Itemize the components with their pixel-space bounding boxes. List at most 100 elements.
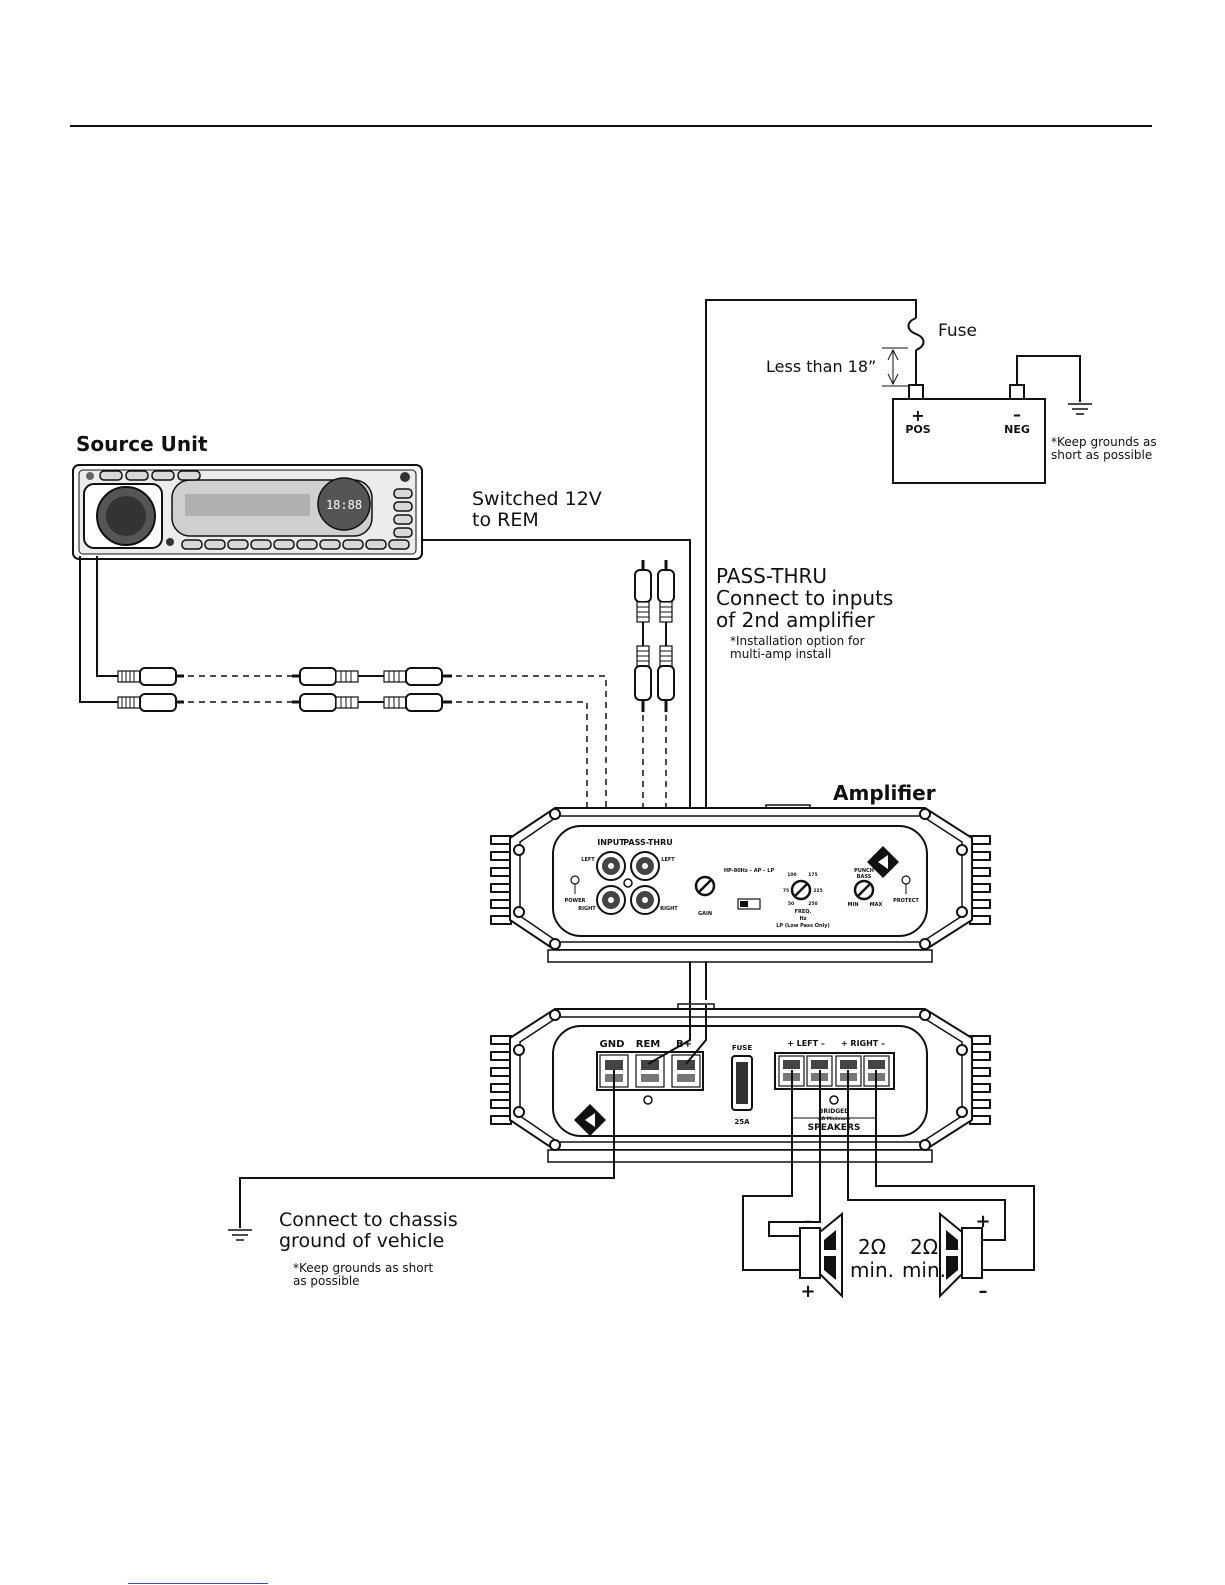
battery-ground-wire <box>1016 355 1081 402</box>
amp-input-left-jack <box>596 851 626 881</box>
pass-thru-plug-top-right <box>657 560 675 712</box>
display-segment-bar <box>185 494 310 516</box>
protect-led <box>901 875 911 885</box>
speaker-1-cone <box>819 1211 843 1299</box>
punch-bass-knob-pointer <box>857 883 871 897</box>
speaker-1-min-label: min. <box>850 1258 894 1282</box>
punch-bass-label-line2: BASS <box>857 874 872 880</box>
gnd-terminal-label: GND <box>600 1039 625 1050</box>
amp-front-screw <box>549 808 561 820</box>
speaker-1-cone-shade <box>824 1256 836 1280</box>
amp-front-fins-left <box>490 835 512 925</box>
fuse-symbol <box>907 317 925 351</box>
rem-terminal <box>635 1054 665 1088</box>
amp-front-screw <box>956 906 968 918</box>
chassis-ground-label-line2: ground of vehicle <box>279 1230 444 1252</box>
speaker-1-top-sign: – <box>804 1211 813 1232</box>
amp-front-base <box>547 949 933 963</box>
amp-input-right-label: RIGHT <box>578 906 596 912</box>
amplifier-terminals: GND REM B+ FUSE 25A + LEFT – + RIGH <box>490 1003 991 1163</box>
amplifier-title: Amplifier <box>833 781 936 805</box>
punch-bass-max-label: MAX <box>870 902 883 908</box>
brand-logo-front-mark <box>878 855 888 869</box>
freq-unit: Hz <box>799 916 806 922</box>
gain-knob-pointer <box>698 879 712 893</box>
amp-rear-screw <box>549 1139 561 1151</box>
pass-thru-title-line1: PASS-THRU <box>716 564 827 588</box>
source-unit: Source Unit 18:88 <box>72 432 423 703</box>
speaker1-neg-wire <box>768 1070 821 1237</box>
source-unit-top-buttons <box>86 470 410 482</box>
amp-rear-screw <box>956 1044 968 1056</box>
speaker-2-min-label: min. <box>902 1258 946 1282</box>
distance-arrowhead-down <box>887 373 899 386</box>
battery-pos-symbol: + <box>911 406 924 425</box>
battery <box>892 398 1046 484</box>
freq-tick-250: 250 <box>808 901 817 907</box>
amp-input-right-jack <box>596 885 626 915</box>
speaker-2-impedance: 2Ω <box>910 1235 938 1259</box>
crossover-switch-label: HP-80Hz – AP – LP <box>724 868 775 874</box>
pass-thru-note-line2: multi-amp install <box>730 647 831 661</box>
pass-thru-title-line2: Connect to inputs <box>716 586 893 610</box>
chassis-ground-note-line2: as possible <box>293 1274 360 1288</box>
rca-plug-source-left <box>117 667 184 686</box>
power-led <box>570 875 580 885</box>
gain-label: GAIN <box>698 911 712 917</box>
chassis-ground-symbol <box>228 1229 252 1241</box>
crossover-switch <box>737 898 761 910</box>
speaker-1-bottom-sign: + <box>800 1281 815 1302</box>
source-rca-lead-right <box>79 556 118 703</box>
freq-tick-75: 75 <box>783 888 789 894</box>
rca-plug-source-right <box>117 693 184 712</box>
power-block-led <box>643 1095 653 1105</box>
freq-tick-50: 50 <box>788 901 794 907</box>
amp-input-label: INPUT <box>597 838 625 847</box>
speaker-right-label: + RIGHT – <box>841 1039 885 1048</box>
speaker-1: – + 2Ω min. <box>799 1211 894 1302</box>
amp-pass-right-jack <box>630 885 660 915</box>
freq-tick-100: 100 <box>787 872 796 878</box>
volume-knob-center <box>106 496 146 536</box>
rem-wire-label-line1: Switched 12V <box>472 488 602 510</box>
battery-pos-label: POS <box>905 423 930 436</box>
power-wire <box>705 299 917 1000</box>
bridged-note: 4Ω Minimum <box>818 1116 850 1122</box>
amp-front-screw <box>956 844 968 856</box>
speaker-2-cone-shade <box>946 1256 958 1280</box>
pass-thru-cables <box>634 560 675 885</box>
freq-tick-175: 175 <box>808 872 817 878</box>
amplifier-front: Amplifier INPUT <box>490 781 991 963</box>
speaker-1-impedance: 2Ω <box>858 1235 886 1259</box>
amp-rear-base <box>547 1149 933 1163</box>
battery-ground-symbol <box>1068 403 1092 415</box>
rca-cable-run <box>117 667 607 886</box>
speaker1-pos-wire <box>742 1070 800 1271</box>
footer-link-underline[interactable] <box>128 1583 268 1584</box>
rem-wire-label-line2: to REM <box>472 509 539 531</box>
display-digits: 18:88 <box>326 498 362 512</box>
rem-terminal-label: REM <box>636 1039 661 1050</box>
amp-rear-screw <box>549 1009 561 1021</box>
battery-ground-note-line1: *Keep grounds as <box>1051 435 1157 449</box>
amp-pass-left-label: LEFT <box>661 857 675 863</box>
punch-bass-label-line1: PUNCH <box>854 868 874 874</box>
source-rca-lead-left <box>96 556 118 677</box>
amp-fuse-rating: 25A <box>734 1118 750 1126</box>
battery-section: Fuse Less than 18” + POS – NEG *Keep gro… <box>705 299 1157 1000</box>
amp-input-left-label: LEFT <box>581 857 595 863</box>
amp-fuse-label: FUSE <box>732 1044 753 1052</box>
bplus-terminal <box>671 1054 701 1088</box>
battery-pos-post <box>908 384 924 400</box>
pass-thru-note-line1: *Installation option for <box>730 634 865 648</box>
amp-front-screw <box>513 844 525 856</box>
speaker-block-led <box>829 1095 839 1105</box>
power-label: POWER <box>565 898 586 904</box>
punch-bass-min-label: MIN <box>847 902 858 908</box>
battery-neg-post <box>1009 384 1025 400</box>
source-unit-preset-buttons <box>166 538 410 550</box>
battery-neg-symbol: – <box>1013 405 1021 424</box>
amp-fuse <box>736 1062 748 1104</box>
source-unit-side-buttons <box>393 488 413 538</box>
